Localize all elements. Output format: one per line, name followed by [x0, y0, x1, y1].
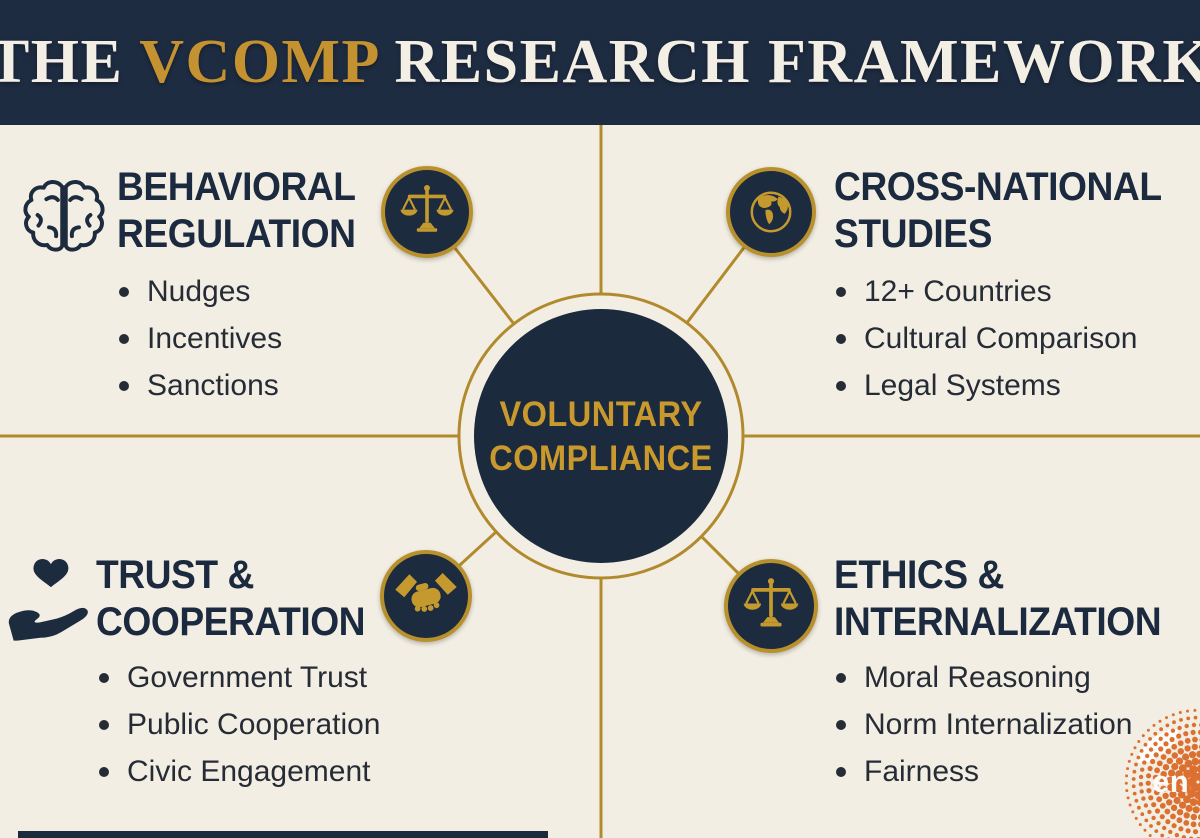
list-item-label: Public Cooperation	[127, 707, 381, 741]
list-behavioral-regulation: Nudges Incentives Sanctions	[119, 268, 282, 409]
title-line: BEHAVIORAL	[117, 165, 356, 209]
handshake-icon	[395, 572, 457, 612]
globe-badge	[726, 167, 816, 257]
watermark-text: en	[1152, 764, 1190, 799]
center-label: VOLUNTARY COMPLIANCE	[489, 393, 712, 481]
list-item: Sanctions	[119, 362, 282, 409]
title-suffix: RESEARCH FRAMEWORK	[377, 28, 1200, 96]
dots-logo: en	[1088, 690, 1200, 838]
list-item-label: Fairness	[864, 754, 980, 788]
bullet-dot	[99, 672, 109, 683]
title-line: REGULATION	[117, 212, 356, 256]
bullet-dot	[99, 719, 109, 730]
title-line: TRUST &	[96, 553, 254, 597]
center-line1: VOLUNTARY	[499, 395, 703, 434]
list-item: Cultural Comparison	[836, 315, 1137, 362]
heart-hand-icon	[6, 554, 92, 651]
list-item-label: Government Trust	[127, 660, 368, 694]
title-line: CROSS-NATIONAL	[834, 165, 1162, 209]
page-title: THE VCOMP RESEARCH FRAMEWORK	[0, 27, 1200, 98]
dots-logo-graphic	[1124, 708, 1200, 838]
scales-badge	[724, 559, 818, 653]
bullet-dot	[836, 286, 846, 297]
quadrant-title-ethics-internalization: ETHICS & INTERNALIZATION	[834, 552, 1162, 646]
list-item: 12+ Countries	[836, 268, 1137, 315]
list-trust-cooperation: Government Trust Public Cooperation Civi…	[99, 654, 381, 795]
title-prefix: THE	[0, 28, 140, 96]
list-item-label: 12+ Countries	[864, 274, 1052, 308]
globe-icon	[750, 191, 792, 233]
quadrant-title-cross-national-studies: CROSS-NATIONAL STUDIES	[834, 164, 1162, 258]
list-item-label: Sanctions	[147, 368, 279, 402]
list-item: Incentives	[119, 315, 282, 362]
scales-icon	[400, 185, 454, 232]
title-line: COOPERATION	[96, 600, 366, 644]
bullet-dot	[99, 766, 109, 777]
list-item-label: Nudges	[147, 274, 251, 308]
bullet-dot	[119, 333, 129, 344]
title-line: INTERNALIZATION	[834, 600, 1162, 644]
bullet-dot	[836, 333, 846, 344]
scales-badge	[381, 166, 473, 258]
list-item-label: Civic Engagement	[127, 754, 371, 788]
quadrant-title-trust-cooperation: TRUST & COOPERATION	[96, 552, 366, 646]
header-bar: THE VCOMP RESEARCH FRAMEWORK	[0, 0, 1200, 125]
title-line: ETHICS &	[834, 553, 1004, 597]
list-item-label: Norm Internalization	[864, 707, 1133, 741]
list-ethics-internalization: Moral Reasoning Norm Internalization Fai…	[836, 654, 1132, 795]
list-item-label: Legal Systems	[864, 368, 1061, 402]
list-item: Nudges	[119, 268, 282, 315]
list-item: Government Trust	[99, 654, 381, 701]
title-line: STUDIES	[834, 212, 992, 256]
list-item-label: Incentives	[147, 321, 283, 355]
list-item: Civic Engagement	[99, 748, 381, 795]
title-highlight: VCOMP	[139, 28, 378, 96]
bullet-dot	[836, 719, 846, 730]
list-item: Fairness	[836, 748, 1132, 795]
list-item: Public Cooperation	[99, 701, 381, 748]
list-item: Norm Internalization	[836, 701, 1132, 748]
bottom-edge-bar	[18, 831, 548, 838]
handshake-badge	[380, 550, 472, 642]
quadrant-title-behavioral-regulation: BEHAVIORAL REGULATION	[117, 164, 356, 258]
scales-icon	[743, 578, 799, 627]
list-item: Moral Reasoning	[836, 654, 1132, 701]
list-item-label: Cultural Comparison	[864, 321, 1138, 355]
list-item: Legal Systems	[836, 362, 1137, 409]
list-item-label: Moral Reasoning	[864, 660, 1091, 694]
brain-icon	[20, 168, 108, 267]
bullet-dot	[836, 380, 846, 391]
center-line2: COMPLIANCE	[489, 439, 713, 478]
bullet-dot	[836, 672, 846, 683]
list-cross-national-studies: 12+ Countries Cultural Comparison Legal …	[836, 268, 1137, 409]
bullet-dot	[119, 380, 129, 391]
bullet-dot	[836, 766, 846, 777]
bullet-dot	[119, 286, 129, 297]
